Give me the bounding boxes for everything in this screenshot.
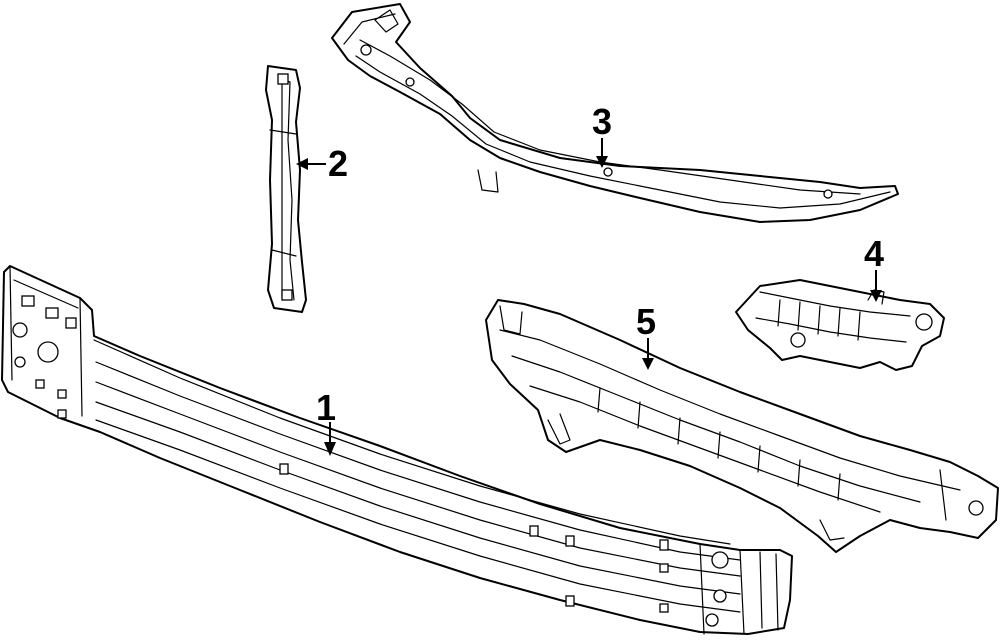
- arrowhead-1: [324, 442, 336, 456]
- arrowhead-3: [596, 156, 608, 168]
- part-4-small-bracket: [735, 279, 945, 371]
- part-1-reinforcement-beam: [1, 265, 793, 635]
- callout-label-4: 4: [864, 233, 884, 274]
- callout-3: 3: [592, 101, 612, 168]
- callout-5: 5: [636, 301, 656, 370]
- arrowhead-2: [296, 158, 308, 170]
- part-2-vertical-bracket: [265, 65, 307, 313]
- callout-label-2: 2: [328, 143, 348, 184]
- callout-label-3: 3: [592, 101, 612, 142]
- part-5-energy-absorber: [485, 299, 999, 553]
- callout-1: 1: [316, 387, 336, 456]
- callout-label-5: 5: [636, 301, 656, 342]
- part-3-upper-tie-bar: [331, 3, 899, 223]
- callout-label-1: 1: [316, 387, 336, 428]
- arrowhead-4: [870, 290, 882, 302]
- arrowhead-5: [642, 358, 654, 370]
- callout-4: 4: [864, 233, 884, 302]
- callout-2: 2: [296, 143, 348, 184]
